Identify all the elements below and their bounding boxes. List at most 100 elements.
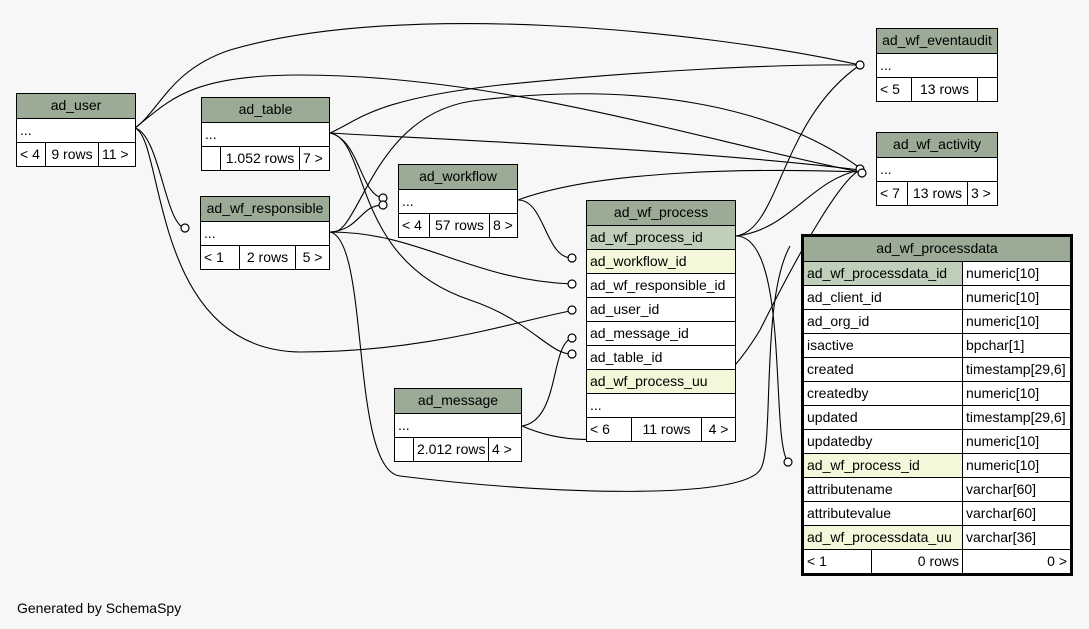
- edge-resp-process: [329, 231, 573, 285]
- column-name[interactable]: attributename: [807, 481, 893, 497]
- column-pk-name[interactable]: ad_wf_processdata_id: [804, 262, 962, 285]
- table-ad-wf-responsible[interactable]: ad_wf_responsible ... < 1 2 rows 5 >: [200, 196, 330, 270]
- edge-resp-workflow: [329, 204, 384, 233]
- column-name[interactable]: createdby: [807, 385, 869, 401]
- column[interactable]: ad_user_id: [590, 301, 660, 317]
- column-name[interactable]: isactive: [807, 337, 854, 353]
- table-header[interactable]: ad_message: [395, 389, 521, 413]
- column-type: numeric[10]: [962, 382, 1070, 405]
- table-ad-workflow[interactable]: ad_workflow ... < 4 57 rows 8 >: [398, 164, 518, 238]
- table-ad-wf-processdata[interactable]: ad_wf_processdata ad_wf_processdata_id n…: [801, 234, 1073, 576]
- row-count: 13 rows: [911, 78, 977, 101]
- table-ad-wf-activity[interactable]: ad_wf_activity ... < 7 13 rows 3 >: [876, 132, 998, 206]
- table-header[interactable]: ad_wf_activity: [877, 133, 997, 157]
- edge-table-process: [329, 132, 573, 355]
- row-count: 2.012 rows: [413, 438, 488, 461]
- children-count[interactable]: 4 >: [488, 438, 521, 461]
- parents-count[interactable]: < 4: [20, 146, 40, 162]
- edge-process-activity: [735, 169, 861, 237]
- children-count[interactable]: 4 >: [701, 418, 735, 441]
- parents-count[interactable]: [395, 438, 413, 461]
- edge-workflow-process: [517, 199, 573, 259]
- column-type: varchar[36]: [962, 526, 1070, 549]
- table-ad-message[interactable]: ad_message ... 2.012 rows 4 >: [394, 388, 522, 462]
- column-fk-name[interactable]: ad_wf_process_id: [804, 454, 962, 477]
- children-count[interactable]: 7 >: [299, 147, 329, 170]
- column-type: numeric[10]: [962, 430, 1070, 453]
- edge-user-eventaudit: [134, 22, 861, 129]
- parents-count[interactable]: < 6: [590, 421, 610, 437]
- column[interactable]: ad_wf_responsible_id: [590, 277, 726, 293]
- table-ellipsis: ...: [402, 193, 414, 209]
- column-fk[interactable]: ad_workflow_id: [590, 253, 687, 269]
- edge-process-processdata: [735, 235, 789, 463]
- column-type: varchar[60]: [962, 478, 1070, 501]
- table-ad-wf-process[interactable]: ad_wf_process ad_wf_process_id ad_workfl…: [586, 200, 736, 442]
- table-ad-table[interactable]: ad_table ... 1.052 rows 7 >: [201, 97, 330, 171]
- row-count: 57 rows: [429, 214, 489, 237]
- generated-by-label: Generated by SchemaSpy: [17, 600, 182, 616]
- column[interactable]: ad_message_id: [590, 325, 689, 341]
- edge-workflow-activity: [517, 169, 861, 201]
- table-header[interactable]: ad_user: [17, 94, 135, 118]
- row-count: 0 rows: [871, 550, 962, 573]
- table-ellipsis: ...: [590, 397, 602, 413]
- edge-message-process: [521, 337, 573, 427]
- column-type: timestamp[29,6]: [962, 406, 1070, 429]
- edge-table-eventaudit: [329, 64, 861, 134]
- children-count[interactable]: 11 >: [98, 143, 135, 166]
- column-name[interactable]: ad_client_id: [807, 289, 882, 305]
- column-type: timestamp[29,6]: [962, 358, 1070, 381]
- column-type: bpchar[1]: [962, 334, 1070, 357]
- table-header[interactable]: ad_wf_eventaudit: [877, 29, 997, 53]
- column-name[interactable]: ad_org_id: [807, 313, 870, 329]
- column-type: numeric[10]: [962, 286, 1070, 309]
- table-header[interactable]: ad_wf_processdata: [804, 237, 1070, 261]
- table-ad-user[interactable]: ad_user ... < 4 9 rows 11 >: [16, 93, 136, 167]
- table-ellipsis: ...: [880, 161, 892, 177]
- parents-count[interactable]: < 4: [402, 217, 422, 233]
- column-type: numeric[10]: [962, 454, 1070, 477]
- parents-count[interactable]: < 1: [807, 553, 827, 569]
- column-name[interactable]: created: [807, 361, 854, 377]
- column-type: numeric[10]: [962, 262, 1070, 285]
- table-header[interactable]: ad_workflow: [399, 165, 517, 189]
- table-header[interactable]: ad_wf_responsible: [201, 197, 329, 221]
- column-name[interactable]: attributevalue: [807, 505, 892, 521]
- table-ad-wf-eventaudit[interactable]: ad_wf_eventaudit ... < 5 13 rows: [876, 28, 998, 102]
- table-ellipsis: ...: [880, 57, 892, 73]
- column[interactable]: ad_table_id: [590, 349, 663, 365]
- parents-count[interactable]: < 1: [204, 249, 224, 265]
- parents-count[interactable]: < 7: [880, 185, 900, 201]
- column-unique-name[interactable]: ad_wf_processdata_uu: [804, 526, 962, 549]
- children-count[interactable]: 5 >: [295, 246, 329, 269]
- children-count[interactable]: [977, 78, 997, 101]
- row-count: 11 rows: [631, 418, 701, 441]
- edge-resp-processdata: [329, 231, 791, 492]
- edge-table-workflow: [329, 132, 384, 199]
- column-type: numeric[10]: [962, 310, 1070, 333]
- children-count[interactable]: 0 >: [962, 550, 1070, 573]
- row-count: 13 rows: [907, 182, 967, 205]
- table-ellipsis: ...: [398, 417, 410, 433]
- table-ellipsis: ...: [20, 122, 32, 138]
- children-count[interactable]: 8 >: [489, 214, 517, 237]
- table-ellipsis: ...: [204, 225, 216, 241]
- row-count: 1.052 rows: [220, 147, 299, 170]
- edge-user-process: [134, 127, 576, 353]
- parents-count[interactable]: < 5: [880, 81, 900, 97]
- table-header[interactable]: ad_wf_process: [587, 201, 735, 225]
- column-name[interactable]: updatedby: [807, 433, 873, 449]
- column-type: varchar[60]: [962, 502, 1070, 525]
- table-header[interactable]: ad_table: [202, 98, 329, 122]
- parents-count[interactable]: [202, 147, 220, 170]
- children-count[interactable]: 3 >: [967, 182, 997, 205]
- column-pk[interactable]: ad_wf_process_id: [590, 229, 703, 245]
- column-unique[interactable]: ad_wf_process_uu: [590, 373, 708, 389]
- edge-table-activity: [329, 132, 861, 171]
- column-name[interactable]: updated: [807, 409, 858, 425]
- table-ellipsis: ...: [205, 126, 217, 142]
- row-count: 2 rows: [239, 246, 295, 269]
- edge-process-eventaudit: [735, 64, 861, 237]
